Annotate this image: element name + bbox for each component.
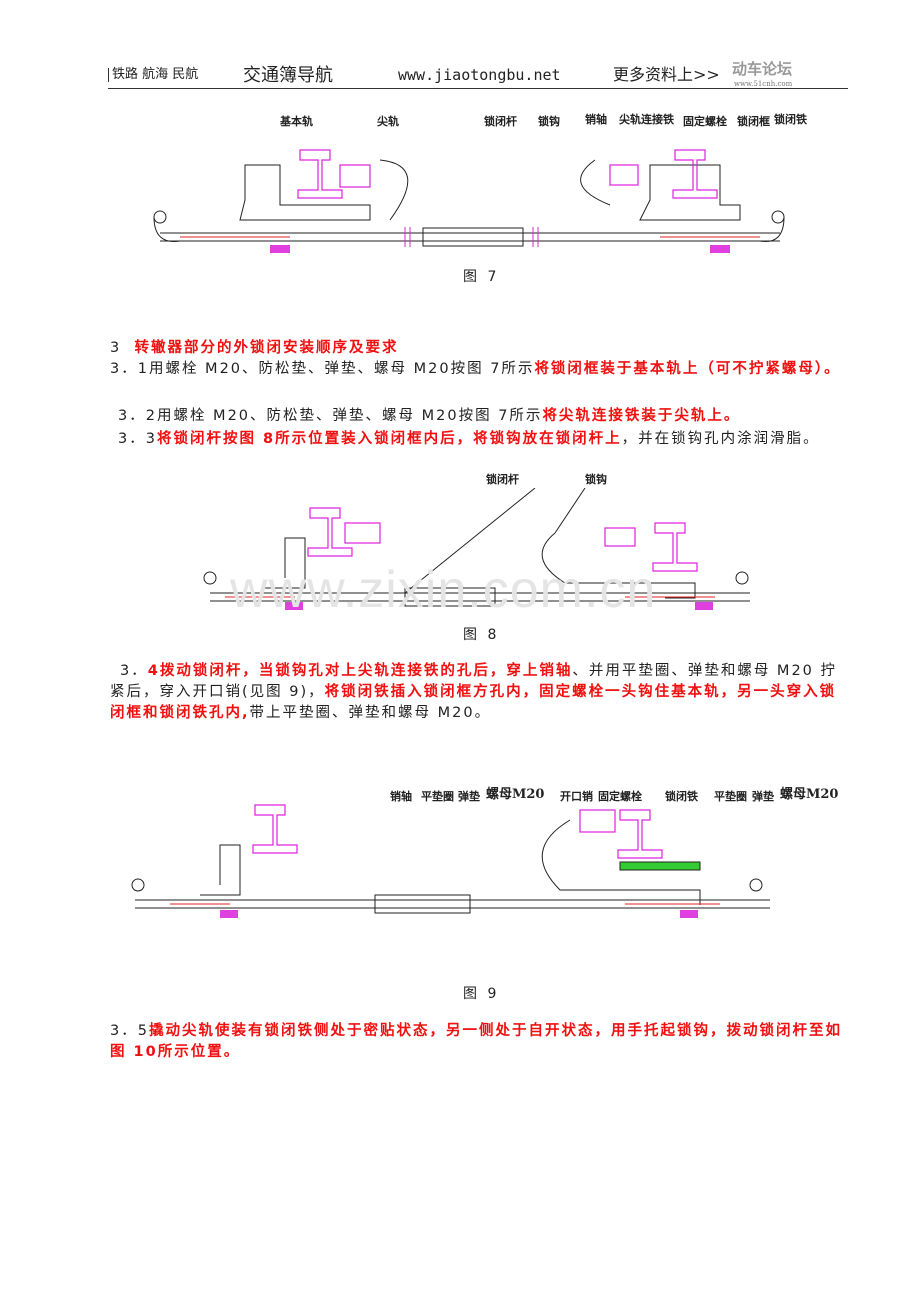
fig7-label-pin: 销轴 bbox=[585, 113, 607, 126]
header-site-url[interactable]: www.jiaotongbu.net bbox=[398, 66, 561, 84]
fig9-label-lock-iron: 锁闭铁 bbox=[665, 790, 698, 803]
watermark: www.zixin.com.cn bbox=[230, 561, 657, 619]
fig7-label-lock-iron: 锁闭铁 bbox=[774, 113, 807, 126]
fig9-label-flat-washer-2: 平垫圈 bbox=[714, 790, 747, 803]
fig9-label-nut: 螺母M20 bbox=[486, 787, 545, 802]
figure-8-caption: 图 8 bbox=[463, 627, 500, 643]
header-tag: 铁路 航海 民航 bbox=[108, 67, 198, 83]
figure-7-drawing bbox=[153, 149, 785, 253]
figure-9-caption: 图 9 bbox=[463, 986, 500, 1002]
fig9-label-cotter-pin: 开口销 bbox=[560, 790, 593, 803]
fig9-label-nut-2: 螺母M20 bbox=[780, 787, 839, 802]
figure-7-caption: 图 7 bbox=[463, 269, 500, 285]
fig7-label-connector: 尖轨连接铁 bbox=[619, 113, 674, 126]
header-logo-url: www.51cnh.com bbox=[734, 80, 793, 88]
header-more-link[interactable]: 更多资料上>> bbox=[613, 65, 720, 84]
paragraph-3-3: 3．3将锁闭杆按图 8所示位置装入锁闭框内后，将锁钩放在锁闭杆上，并在锁钩孔内涂… bbox=[118, 431, 820, 447]
fig7-label-lock-rod: 锁闭杆 bbox=[484, 115, 517, 128]
fig8-label-lock-rod: 锁闭杆 bbox=[486, 473, 519, 486]
fig9-label-spring-washer: 弹垫 bbox=[458, 790, 480, 803]
fig9-label-fixing-bolt: 固定螺栓 bbox=[598, 790, 642, 803]
header-site-name: 交通簿导航 bbox=[243, 65, 333, 86]
fig7-label-stock-rail: 基本轨 bbox=[280, 115, 313, 128]
fig8-label-lock-hook: 锁钩 bbox=[585, 473, 607, 486]
section-title: 3 转辙器部分的外锁闭安装顺序及要求 bbox=[110, 340, 399, 356]
figure-9-drawing bbox=[131, 804, 770, 918]
fig7-label-switch-rail: 尖轨 bbox=[377, 115, 399, 128]
header-logo: 动车论坛 bbox=[732, 60, 793, 78]
page-header: 铁路 航海 民航 交通簿导航 www.jiaotongbu.net 更多资料上>… bbox=[108, 60, 848, 89]
paragraph-3-2: 3．2用螺栓 M20、防松垫、弹垫、螺母 M20按图 7所示将尖轨连接铁装于尖轨… bbox=[118, 408, 741, 424]
fig9-label-pin: 销轴 bbox=[390, 790, 412, 803]
figure-8-drawing bbox=[203, 488, 750, 610]
fig7-label-fixing-bolt: 固定螺栓 bbox=[683, 115, 727, 128]
fig9-label-flat-washer: 平垫圈 bbox=[421, 790, 454, 803]
paragraph-3-5: 3．5撬动尖轨使装有锁闭铁侧处于密贴状态，另一侧处于自开状态，用手托起锁钩，拨动… bbox=[110, 1023, 842, 1060]
fig7-label-lock-frame: 锁闭框 bbox=[737, 115, 770, 128]
fig9-label-spring-washer-2: 弹垫 bbox=[752, 790, 774, 803]
fig7-label-lock-hook: 锁钩 bbox=[538, 115, 560, 128]
paragraph-3-4: 3．4拨动锁闭杆，当锁钩孔对上尖轨连接铁的孔后，穿上销轴、并用平垫圈、弹垫和螺母… bbox=[110, 663, 838, 721]
paragraph-3-1: 3．1用螺栓 M20、防松垫、弹垫、螺母 M20按图 7所示将锁闭框装于基本轨上… bbox=[110, 361, 841, 377]
